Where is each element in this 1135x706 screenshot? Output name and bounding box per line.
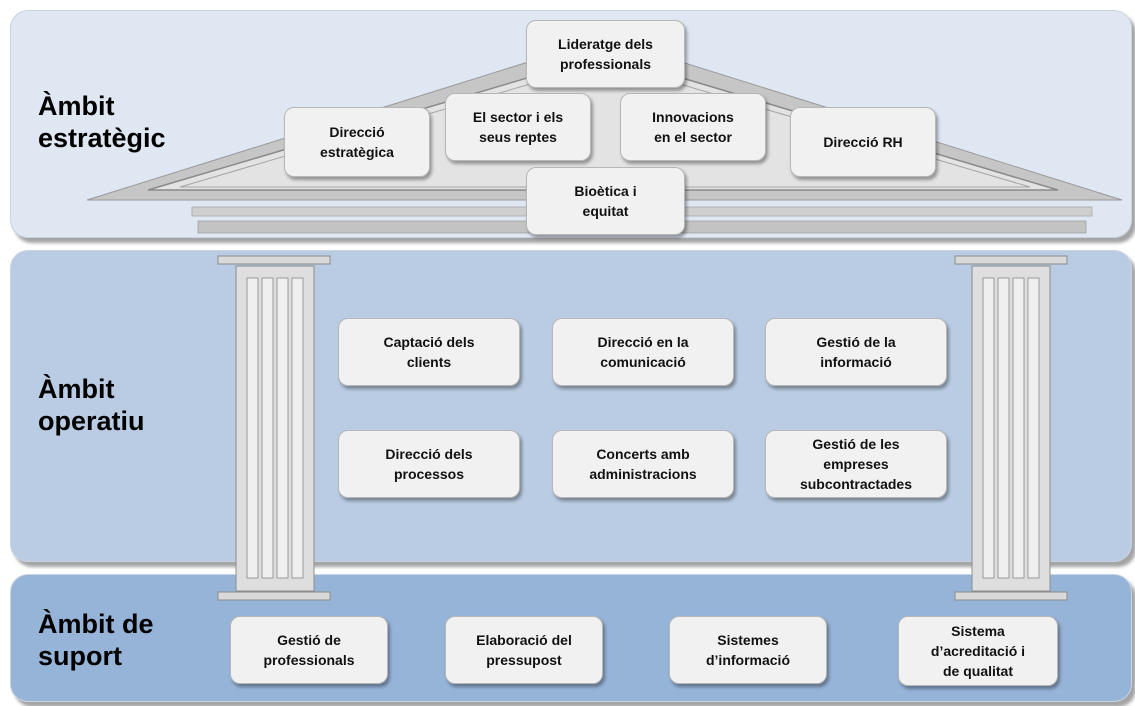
box-agreements: Concerts amb administracions xyxy=(552,430,734,498)
box-subcontractors: Gestió de les empreses subcontractades xyxy=(765,430,947,498)
box-accreditation: Sistema d’acreditació i de qualitat xyxy=(898,616,1058,686)
box-budget: Elaboració del pressupost xyxy=(445,616,603,684)
box-hr-direction: Direcció RH xyxy=(790,107,936,177)
box-sector-challenges: El sector i els seus reptes xyxy=(445,93,591,161)
support-band-label: Àmbit de suport xyxy=(38,609,154,671)
box-client-capture: Captació dels clients xyxy=(338,318,520,386)
box-process-direction: Direcció dels processos xyxy=(338,430,520,498)
box-communication: Direcció en la comunicació xyxy=(552,318,734,386)
box-info-systems: Sistemes d’informació xyxy=(669,616,827,684)
operational-band xyxy=(10,250,1132,562)
strategic-band-label: Àmbit estratègic xyxy=(38,91,166,153)
right-column xyxy=(954,255,1068,601)
box-professionals: Gestió de professionals xyxy=(230,616,388,684)
box-leadership: Lideratge dels professionals xyxy=(526,20,685,88)
box-innovations: Innovacions en el sector xyxy=(620,93,766,161)
box-bioethics: Bioètica i equitat xyxy=(526,167,685,235)
operational-band-label: Àmbit operatiu xyxy=(38,374,145,436)
box-information-mgmt: Gestió de la informació xyxy=(765,318,947,386)
box-strategic-direction: Direcció estratègica xyxy=(284,107,430,177)
left-column xyxy=(217,255,331,601)
